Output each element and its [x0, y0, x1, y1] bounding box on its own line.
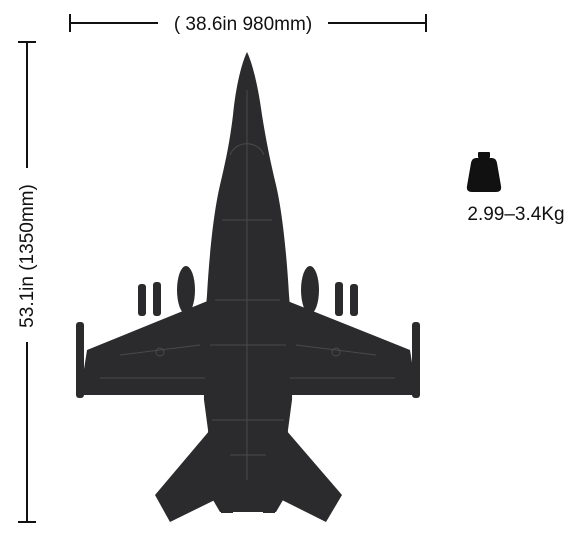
weight-icon	[466, 152, 502, 192]
weight-label: 2.99–3.4Kg	[467, 204, 565, 225]
width-label: ( 38.6in 980mm)	[174, 14, 312, 35]
height-dimension: 53.1in (1350mm)	[17, 41, 38, 523]
aircraft-panel-lines	[100, 90, 395, 480]
width-dimension: ( 38.6in 980mm)	[69, 14, 427, 35]
height-label: 53.1in (1350mm)	[17, 184, 38, 328]
fighter-jet-silhouette	[76, 52, 420, 522]
